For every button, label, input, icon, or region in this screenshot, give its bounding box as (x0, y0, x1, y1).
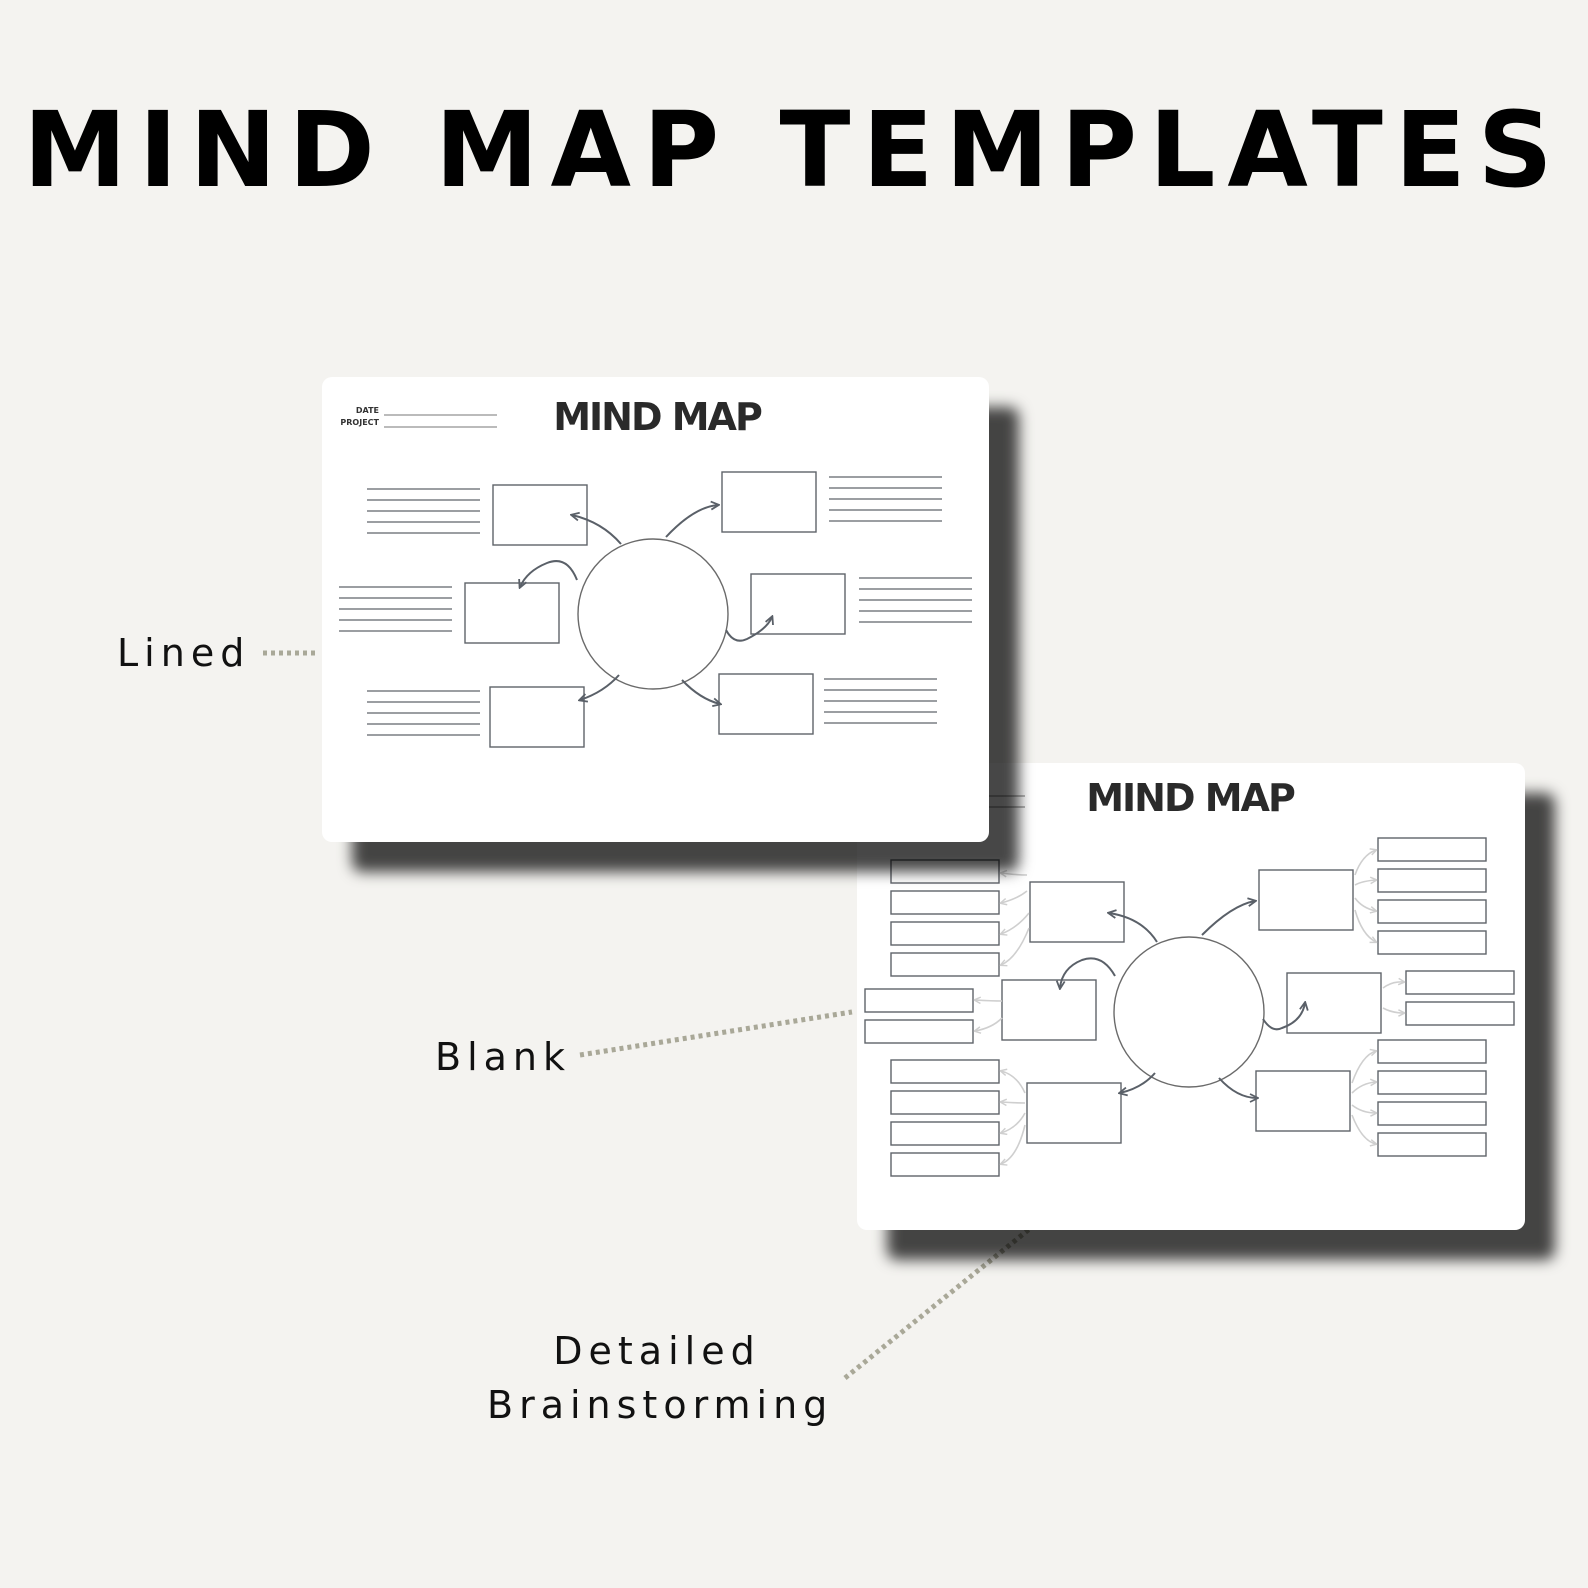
detail-box (1377, 930, 1487, 955)
page-title: MIND MAP TEMPLATES (23, 89, 1565, 211)
detail-box (1377, 868, 1487, 893)
callout-detailed-line2: Brainstorming (487, 1383, 834, 1427)
branch-box (1029, 881, 1125, 943)
writing-lines (339, 476, 972, 736)
detail-box (1377, 1101, 1487, 1126)
detail-box (864, 988, 974, 1013)
branch-box (489, 686, 585, 748)
branch-box (1026, 1082, 1122, 1144)
detail-box (1405, 970, 1515, 995)
detailed-sheet-heading: MIND MAP (1086, 776, 1295, 820)
detail-box (1377, 1070, 1487, 1095)
lined-sheet-heading: MIND MAP (553, 395, 762, 439)
branch-box (750, 573, 846, 635)
detail-box (890, 921, 1000, 946)
callout-blank: Blank (435, 1035, 572, 1079)
callout-detailed: Detailed Brainstorming (487, 1324, 827, 1432)
detail-box (1377, 837, 1487, 862)
detail-box (890, 1090, 1000, 1115)
detailed-leader (843, 1208, 1055, 1380)
detail-box (864, 1019, 974, 1044)
detail-box (1377, 899, 1487, 924)
callout-detailed-line1: Detailed (553, 1329, 761, 1373)
lined-template-sheet: DATE PROJECT MIND MAP (322, 377, 989, 842)
detail-box (890, 1152, 1000, 1177)
branch-box (1286, 972, 1382, 1034)
detail-box (890, 859, 1000, 884)
detail-box (1405, 1001, 1515, 1026)
branch-box (718, 673, 814, 735)
detail-box (890, 952, 1000, 977)
branch-box (721, 471, 817, 533)
branch-box (464, 582, 560, 644)
blank-leader (579, 1009, 853, 1058)
detail-box (1377, 1132, 1487, 1157)
branch-box (1255, 1070, 1351, 1132)
branch-box (492, 484, 588, 546)
callout-lined: Lined (117, 631, 251, 675)
project-label: PROJECT (340, 418, 379, 427)
detail-box (1377, 1039, 1487, 1064)
central-node (1113, 936, 1265, 1088)
date-label: DATE (356, 406, 379, 415)
branch-box (1001, 979, 1097, 1041)
branch-box (1258, 869, 1354, 931)
detail-box (890, 1059, 1000, 1084)
detail-box (890, 1121, 1000, 1146)
detail-box (890, 890, 1000, 915)
central-node (577, 538, 729, 690)
